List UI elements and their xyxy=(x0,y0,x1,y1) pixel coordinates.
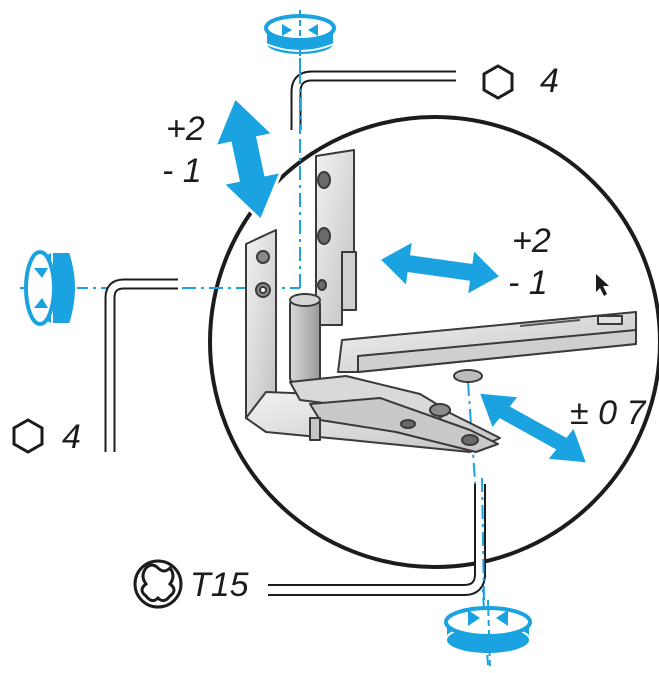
depth-adjust-arrow xyxy=(475,390,591,466)
hinge-assembly xyxy=(245,149,637,453)
hex-key-left xyxy=(104,278,178,452)
vertical-adjust-minus-label: - 1 xyxy=(162,152,202,190)
rotate-left-icon xyxy=(24,250,77,326)
depth-adjust-label: ± 0 7 xyxy=(570,394,646,432)
vertical-adjust-plus-label: +2 xyxy=(166,110,205,148)
mouse-cursor-icon xyxy=(596,274,609,296)
hexagon-icon-left xyxy=(12,418,44,454)
torx-key xyxy=(268,484,486,596)
hex-key-left-size-label: 4 xyxy=(62,418,81,456)
horizontal-adjust-arrow xyxy=(376,237,504,299)
pivot-cylinder xyxy=(289,299,321,383)
torx-size-label: T15 xyxy=(190,566,249,604)
rotate-top-icon xyxy=(264,10,336,58)
hex-key-top xyxy=(290,70,456,130)
torx-star-icon xyxy=(140,563,176,603)
rotate-bottom-icon xyxy=(444,599,532,669)
hex-key-top-size-label: 4 xyxy=(540,62,559,100)
vertical-adjust-arrow xyxy=(212,94,284,224)
detail-circle xyxy=(208,115,659,569)
horizontal-adjust-plus-label: +2 xyxy=(512,222,551,260)
hexagon-icon-top xyxy=(482,64,514,100)
horizontal-adjust-minus-label: - 1 xyxy=(508,264,548,302)
